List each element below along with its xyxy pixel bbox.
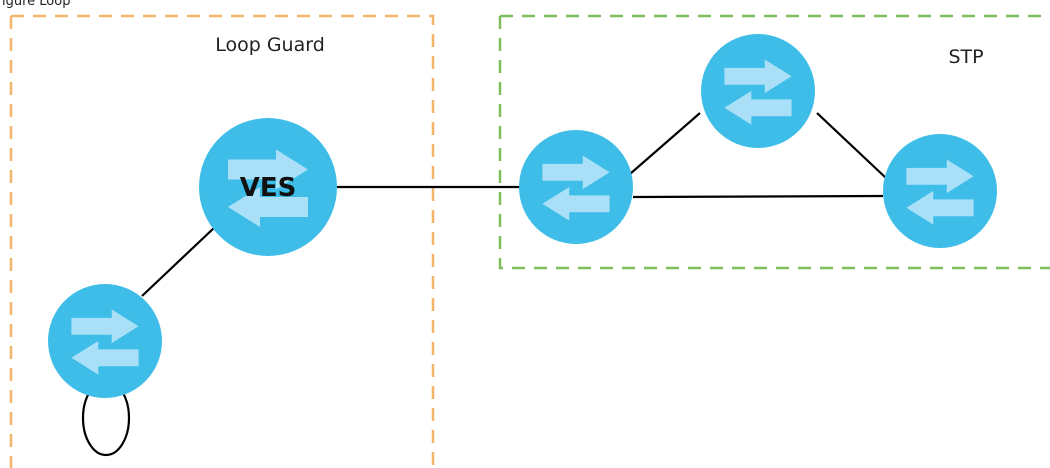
loop-guard-region: Loop Guard <box>9 14 435 468</box>
stp-label: STP <box>948 46 983 68</box>
loop-guard-label: Loop Guard <box>215 34 325 56</box>
link-ves-left-switch <box>141 226 216 297</box>
ves-switch: VES <box>199 118 337 256</box>
left-switch <box>48 284 162 398</box>
ves-label: VES <box>240 173 297 203</box>
link-stp-top-right <box>816 112 887 179</box>
link-stp-left-top <box>629 112 701 175</box>
switch-body <box>48 284 162 398</box>
stp-top-switch <box>701 34 815 148</box>
stp-region: STP <box>498 14 1050 270</box>
link-stp-left-right <box>632 194 884 199</box>
switch-body <box>199 118 337 256</box>
links <box>81 112 887 457</box>
loop-guard-border <box>9 14 435 468</box>
switch-body <box>883 134 997 248</box>
switch-body <box>519 130 633 244</box>
stp-border <box>498 14 1050 270</box>
switch-body <box>701 34 815 148</box>
figure-caption: igure Loop <box>2 0 70 9</box>
stp-right-switch <box>883 134 997 248</box>
stp-left-switch <box>519 130 633 244</box>
